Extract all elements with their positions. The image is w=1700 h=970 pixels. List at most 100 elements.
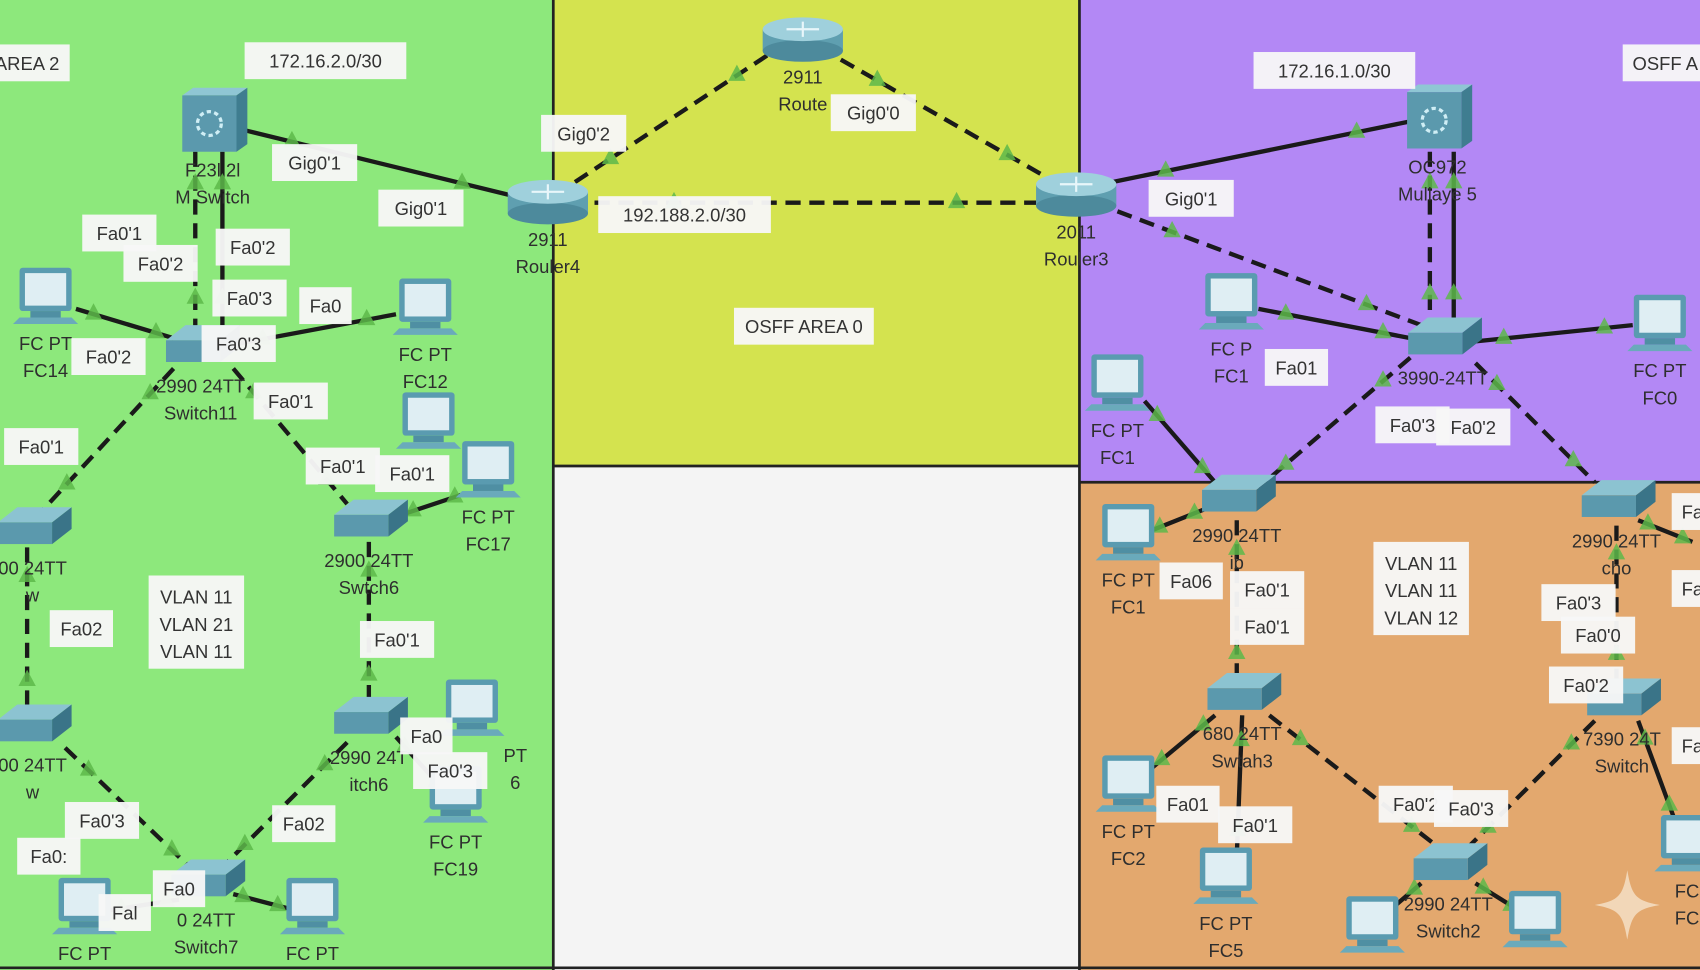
link-up-triangle-icon [947, 191, 966, 209]
multilayer-switch-icon [1407, 84, 1473, 149]
device-label: Swtah3 [1211, 750, 1272, 771]
pc-icon [455, 441, 521, 498]
link-up-triangle-icon [1673, 527, 1692, 544]
port-label: Fa0'3 [1433, 790, 1509, 827]
device-label: 2990 24T [330, 747, 408, 768]
port-label: Fa0: [17, 837, 81, 875]
link-up-triangle-icon [141, 383, 159, 400]
port-label: Fa0'1 [253, 382, 328, 420]
switch-icon [334, 499, 408, 537]
svg-text:Fa0'3: Fa0'3 [1556, 593, 1602, 614]
link-up-triangle-icon [1228, 538, 1246, 555]
svg-text:Fa0'3: Fa0'3 [227, 288, 273, 309]
device-label: Rouler4 [516, 256, 581, 277]
link-up-triangle-icon [1157, 160, 1175, 177]
device-label: FC1 [1111, 596, 1146, 617]
device-pc[interactable]: FC PT [279, 877, 345, 964]
device-label: Swtch6 [339, 577, 399, 598]
pc-icon [392, 278, 458, 335]
blank-region [553, 466, 1080, 970]
device-multilayer-switch[interactable]: F23l 2lM Switch [175, 87, 250, 208]
link-up-triangle-icon [1607, 543, 1626, 560]
svg-text:Fa02: Fa02 [283, 814, 325, 835]
device-pc[interactable]: FC PT [52, 877, 118, 964]
device-pc[interactable] [1339, 896, 1405, 953]
port-label: Fa0'3 [1541, 584, 1616, 622]
device-switch[interactable]: 2990 24T itch6 [330, 696, 408, 795]
device-label: Rouler3 [1044, 249, 1109, 270]
device-label: 680 24TT [1203, 723, 1282, 744]
device-label: 2011 [1056, 221, 1096, 242]
device-pc[interactable]: FC PT FC0 [1627, 294, 1693, 408]
svg-text:Fa0: Fa0 [310, 296, 342, 317]
svg-text:172.16.1.0/30: 172.16.1.0/30 [1278, 60, 1391, 81]
port-label: Gig0'0 [830, 94, 916, 132]
link-up-triangle-icon [1405, 878, 1424, 895]
device-pc[interactable] [395, 392, 462, 449]
device-pc[interactable] [1502, 890, 1568, 948]
pc-icon [1095, 755, 1161, 812]
network-address-label: 172.16.1.0/30 [1253, 52, 1416, 89]
vlan-entry: VLAN 21 [159, 614, 233, 635]
device-switch[interactable]: 3990-24TT [1398, 317, 1488, 389]
svg-text:Fa0'2: Fa0'2 [86, 347, 132, 368]
device-label: 7390 24T [1583, 729, 1661, 750]
pc-icon [1654, 815, 1700, 872]
device-label: 0 24TT [177, 910, 235, 931]
device-pc[interactable]: PT6 [439, 679, 527, 793]
port-label: Fa0'3 [64, 802, 140, 839]
link-up-triangle-icon [1193, 456, 1212, 474]
device-label: FC PT [462, 506, 515, 527]
svg-text:172.16.2.0/30: 172.16.2.0/30 [269, 51, 382, 72]
pc-icon [1198, 273, 1264, 330]
switch-icon [1581, 480, 1656, 517]
port-label: Fa0'3 [212, 279, 287, 317]
device-label: FC0 [1642, 387, 1677, 408]
device-switch[interactable]: 680 24TT Swtah3 [1203, 673, 1282, 771]
device-label: FC PT [19, 333, 72, 354]
port-label: Fa06 [1159, 562, 1223, 600]
port-label: Fal [98, 894, 151, 931]
svg-text:Gig0'0: Gig0'0 [847, 103, 900, 124]
svg-text:Fa0'2: Fa0'2 [1393, 794, 1439, 815]
device-label: M Switch [175, 187, 250, 208]
device-label: FC PT [1633, 360, 1686, 381]
port-label: Gig0'2 [541, 114, 627, 152]
link-up-triangle-icon [601, 147, 620, 165]
area-label: OSFF AREA 0 [733, 307, 874, 345]
device-label: Switch2 [1416, 920, 1481, 941]
link-up-triangle-icon [453, 172, 471, 189]
port-label: Fa0'1 [359, 621, 435, 658]
svg-text:Fa0:: Fa0: [30, 846, 67, 867]
svg-text:Fa0'1: Fa0'1 [1232, 815, 1278, 836]
link-up-triangle-icon [1495, 327, 1513, 344]
port-label: Gig0'1 [1148, 179, 1234, 217]
device-label: itch6 [349, 774, 388, 795]
port-label: Fa0'1 [1230, 608, 1305, 645]
svg-text:Fa0'1: Fa0'1 [18, 437, 64, 458]
svg-text:Gig0'2: Gig0'2 [557, 123, 610, 144]
svg-text:Fa0'2: Fa0'2 [230, 237, 276, 258]
